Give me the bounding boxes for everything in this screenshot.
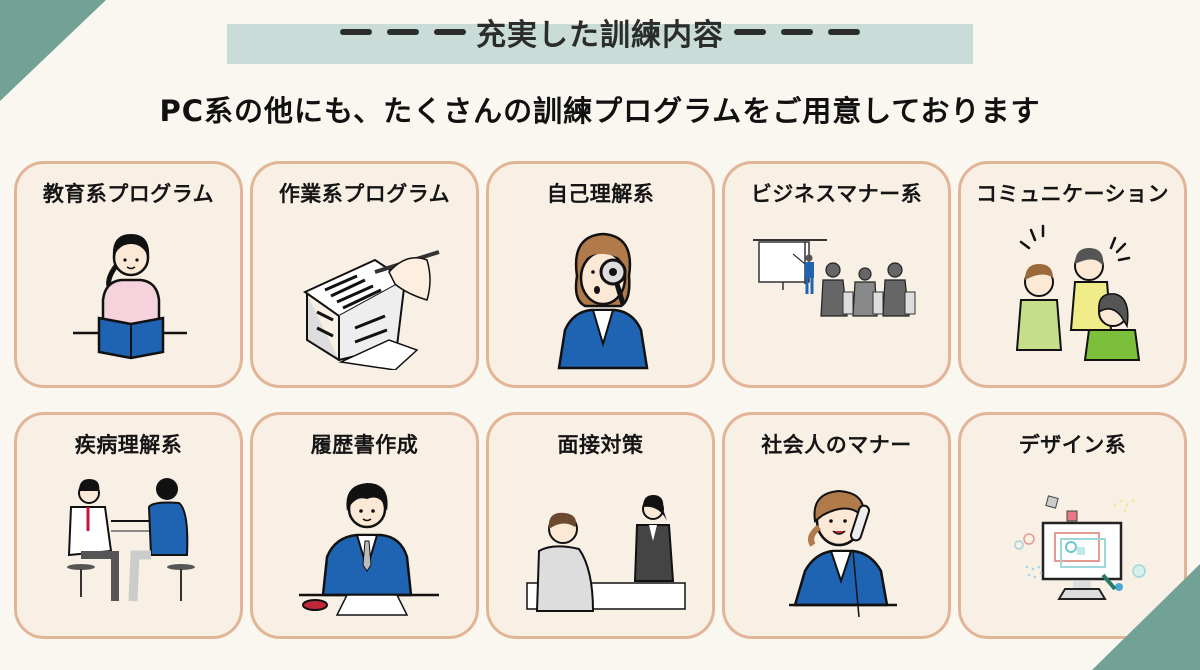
phone-call-woman-icon xyxy=(749,471,929,621)
program-card-title: ビジネスマナー系 xyxy=(750,182,923,206)
program-card-communication: コミュニケーション xyxy=(958,161,1187,388)
page-subtitle: PC系の他にも、たくさんの訓練プログラムをご用意しております xyxy=(159,94,1041,128)
program-card-title: 作業系プログラム xyxy=(278,182,451,206)
program-card-design: デザイン系 xyxy=(958,412,1187,639)
group-conversation-icon xyxy=(985,220,1165,370)
program-card-illness-understanding: 疾病理解系 xyxy=(14,412,243,639)
program-card-title: 履歴書作成 xyxy=(310,433,419,457)
program-card-business-manners: ビジネスマナー系 xyxy=(722,161,951,388)
program-card-resume-writing: 履歴書作成 xyxy=(250,412,479,639)
title-text: 充実した訓練内容 xyxy=(476,18,724,53)
program-card-title: 社会人のマナー xyxy=(761,433,912,457)
program-card-interview-prep: 面接対策 xyxy=(486,412,715,639)
design-monitor-icon xyxy=(985,471,1165,621)
program-card-education: 教育系プログラム xyxy=(14,161,243,388)
program-card-title: 教育系プログラム xyxy=(42,182,215,206)
presentation-audience-icon xyxy=(749,220,929,370)
program-grid: 教育系プログラム 作業系プログラム xyxy=(14,161,1187,639)
program-card-workplace-manners: 社会人のマナー xyxy=(722,412,951,639)
interview-icon xyxy=(513,471,693,621)
doctor-patient-icon xyxy=(41,471,221,621)
paper-stack-writing-icon xyxy=(277,220,457,371)
program-card-title: デザイン系 xyxy=(1018,433,1127,457)
program-card-title: 自己理解系 xyxy=(546,182,655,206)
corner-decoration-top-left xyxy=(0,0,106,101)
program-card-title: 疾病理解系 xyxy=(74,433,183,457)
resume-stamp-man-icon xyxy=(277,471,457,621)
magnifier-woman-icon xyxy=(513,220,693,370)
program-card-title: 面接対策 xyxy=(557,433,644,457)
program-card-self-understanding: 自己理解系 xyxy=(486,161,715,388)
title-dashes-left xyxy=(340,29,466,35)
program-card-title: コミュニケーション xyxy=(975,182,1170,206)
reading-woman-icon xyxy=(41,220,221,370)
program-card-work: 作業系プログラム xyxy=(250,161,479,388)
page-title: 充実した訓練内容 xyxy=(227,10,973,54)
title-dashes-right xyxy=(734,29,860,35)
